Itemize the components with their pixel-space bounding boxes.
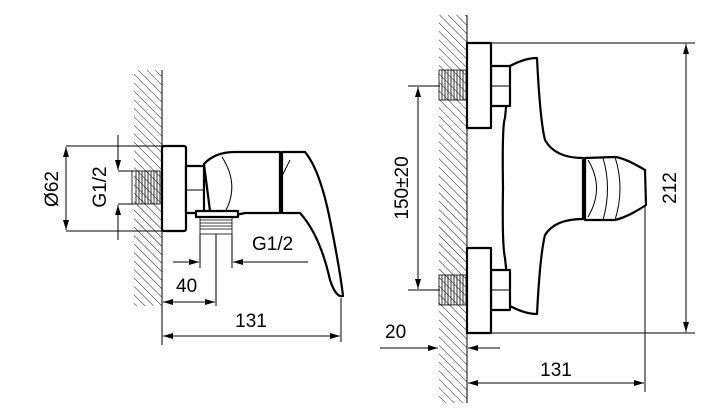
front-view: 212 150±20 20 131: [380, 15, 695, 403]
dim-outlet-thread-label: G1/2: [252, 234, 293, 255]
dim-inlet-spacing-label: 150±20: [392, 156, 413, 219]
dim-depth-label: 131: [540, 360, 572, 381]
dim-inlet-thread-label: G1/2: [90, 166, 111, 207]
dim-outlet-offset-label: 40: [176, 276, 197, 297]
outlet-thread: [194, 209, 240, 235]
valve-body: [501, 56, 585, 316]
wall-flange: [160, 144, 188, 233]
side-view: Ø62 G1/2 G1/2 40 131: [42, 70, 345, 345]
dim-wall-offset-label: 20: [385, 322, 406, 343]
flange-bottom: [465, 246, 493, 335]
wall-hatch: [439, 15, 467, 403]
inlet-thread: [131, 170, 161, 205]
flange-top: [465, 41, 493, 130]
dim-depth-label: 131: [235, 311, 267, 332]
lever-handle: [280, 150, 345, 298]
outlet-connector: [583, 155, 648, 222]
valve-body: [202, 150, 282, 216]
dim-height-label: 212: [660, 172, 681, 204]
dim-diameter-label: Ø62: [42, 171, 63, 207]
